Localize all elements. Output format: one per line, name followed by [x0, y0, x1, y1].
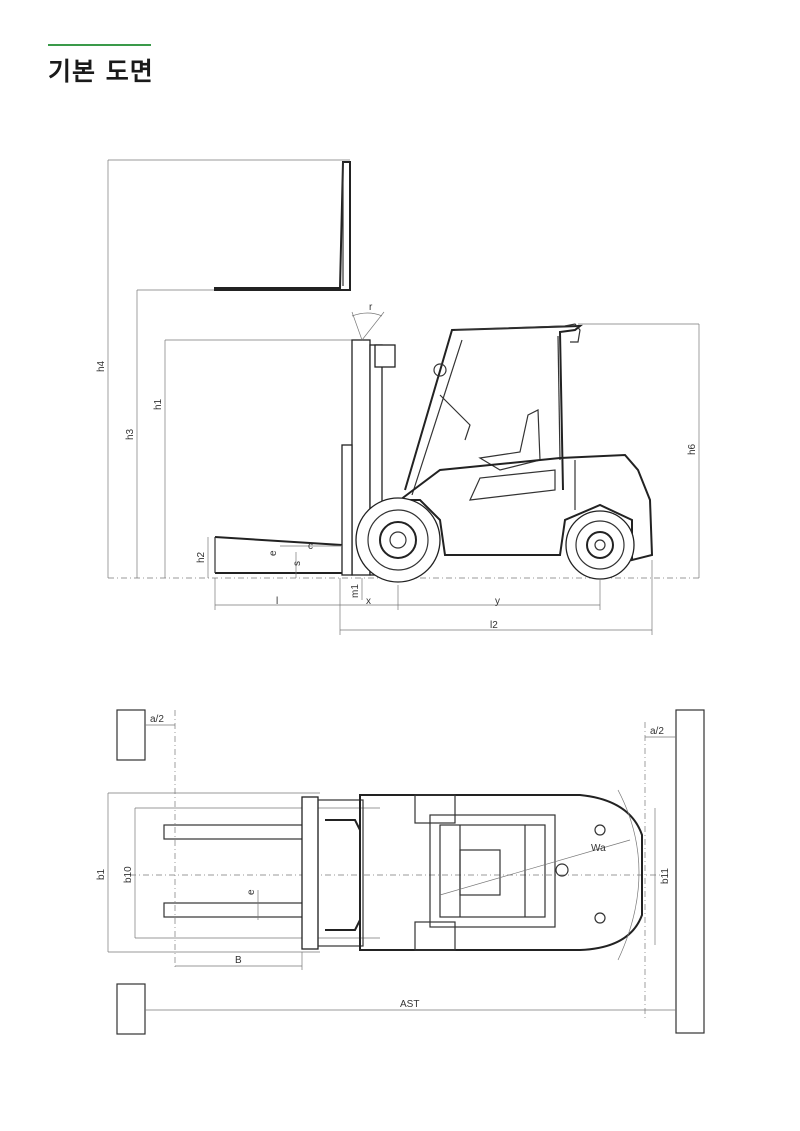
mast-top: [317, 799, 364, 947]
page-title: 기본 도면: [48, 57, 154, 86]
label-m1: m1: [350, 584, 361, 598]
label-Wa: Wa: [591, 843, 606, 854]
label-h4: h4: [96, 360, 107, 372]
tread-plate-right: [414, 921, 456, 951]
label-l: l: [276, 596, 278, 607]
lower-fork-top: [214, 536, 343, 546]
aisle-block-bottom-left: [116, 983, 146, 1035]
label-y: y: [495, 596, 500, 607]
label-a2-right: a/2: [650, 726, 664, 737]
side-view: h4 h3 h1 h2 h6 c s e m1 l x y l2 r: [96, 159, 700, 635]
top-view: a/2 a/2 b1 b10 b11 e B Wa AST: [96, 709, 705, 1035]
label-h6: h6: [687, 443, 698, 455]
label-h1: h1: [153, 398, 164, 410]
label-c: c: [308, 541, 313, 552]
label-a2-left: a/2: [150, 714, 164, 725]
label-B: B: [235, 955, 242, 966]
fork-right: [163, 902, 305, 918]
overhead-guard: [404, 324, 583, 491]
label-b1: b1: [96, 868, 107, 880]
truck-body-top: [359, 794, 643, 951]
label-e-side: e: [268, 550, 279, 556]
raised-fork: [214, 161, 351, 291]
label-tilt: r: [369, 302, 373, 313]
tread-plate-left: [414, 794, 456, 824]
carriage: [301, 796, 319, 950]
steering-column: [439, 394, 471, 441]
seat-top: [459, 849, 501, 896]
wa-radius-line: [439, 839, 631, 896]
label-h3: h3: [125, 428, 136, 440]
label-h2: h2: [196, 551, 207, 563]
label-b10: b10: [123, 866, 134, 883]
label-x: x: [366, 596, 371, 607]
label-e-top: e: [246, 889, 257, 895]
aisle-wall-right: [675, 709, 705, 1034]
seat: [478, 409, 541, 471]
overhead-guard-top: [429, 814, 556, 928]
title-accent-rule: [48, 44, 151, 46]
label-s: s: [292, 561, 303, 566]
fork-carriage: [341, 444, 353, 576]
label-l2: l2: [490, 620, 498, 631]
label-b11: b11: [660, 868, 671, 884]
label-AST: AST: [400, 999, 419, 1010]
fork-left: [163, 824, 305, 840]
mast-crosshead: [374, 344, 396, 368]
aisle-block-top-left: [116, 709, 146, 761]
